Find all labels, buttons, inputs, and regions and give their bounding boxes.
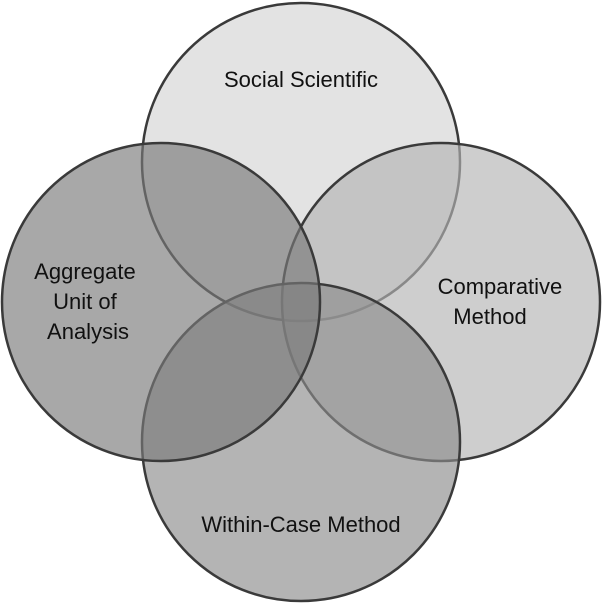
- label-comparative-method-line-2: Method: [453, 304, 526, 329]
- label-aggregate-unit-line-1: Aggregate: [34, 259, 136, 284]
- label-aggregate-unit-line-2: Unit of: [53, 289, 117, 314]
- label-aggregate-unit: Aggregate Unit of Analysis: [34, 259, 142, 344]
- label-comparative-method: Comparative Method: [438, 274, 569, 329]
- label-social-scientific: Social Scientific: [224, 67, 378, 92]
- label-within-case-method: Within-Case Method: [201, 512, 400, 537]
- label-comparative-method-line-1: Comparative: [438, 274, 563, 299]
- label-within-case-method-line-1: Within-Case Method: [201, 512, 400, 537]
- label-aggregate-unit-line-3: Analysis: [47, 319, 129, 344]
- label-social-scientific-line-1: Social Scientific: [224, 67, 378, 92]
- circle-aggregate-unit: [0, 141, 322, 463]
